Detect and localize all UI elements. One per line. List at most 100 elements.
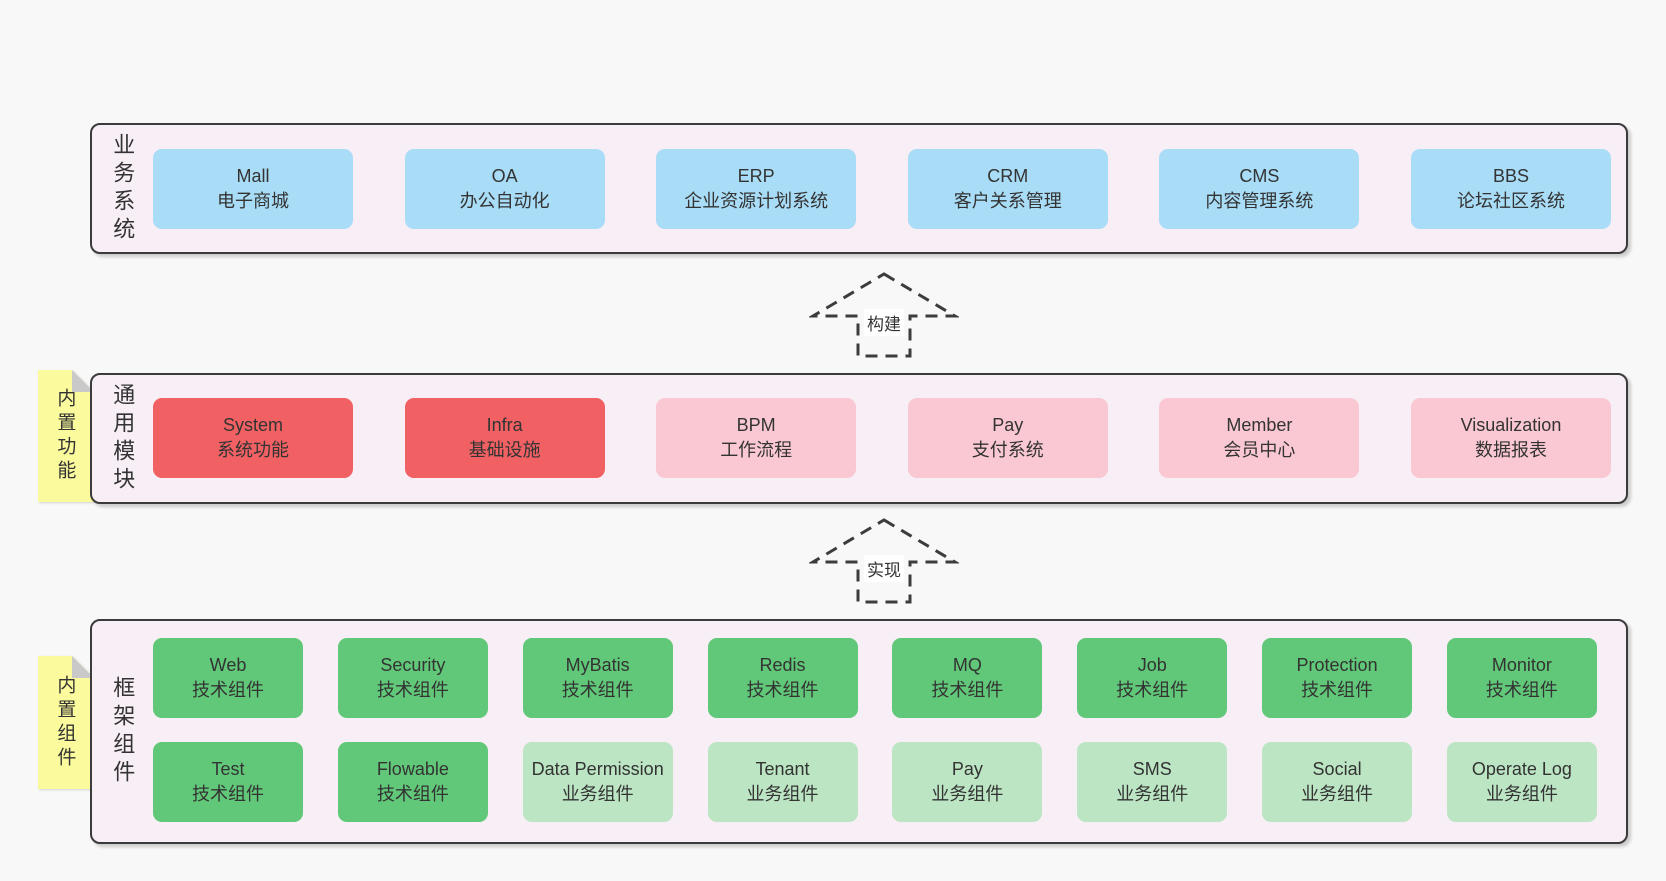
box-subtitle: 技术组件 xyxy=(1485,680,1558,700)
box-subtitle: 数据报表 xyxy=(1474,440,1547,460)
layer-title-common-modules: 通用模块 xyxy=(110,382,136,495)
box-name: ERP xyxy=(737,166,775,187)
box-name: MQ xyxy=(952,655,982,676)
box-system: System 系统功能 xyxy=(153,398,353,478)
box-subtitle: 技术组件 xyxy=(1301,680,1374,700)
box-name: Social xyxy=(1312,759,1362,780)
box-subtitle: 电子商城 xyxy=(217,191,289,211)
box-tenant: Tenant 业务组件 xyxy=(707,742,858,822)
framework-components-row-2: Test 技术组件 Flowable 技术组件 Data Permission … xyxy=(153,742,1597,822)
box-name: Monitor xyxy=(1491,655,1552,676)
box-subtitle: 技术组件 xyxy=(192,680,264,700)
box-subtitle: 工作流程 xyxy=(720,440,793,460)
box-monitor: Monitor 技术组件 xyxy=(1446,638,1597,718)
box-subtitle: 技术组件 xyxy=(1116,680,1189,700)
box-subtitle: 技术组件 xyxy=(376,680,449,700)
box-infra: Infra 基础设施 xyxy=(404,398,605,478)
box-cms: CMS 内容管理系统 xyxy=(1159,149,1360,229)
box-member: Member 会员中心 xyxy=(1159,398,1360,478)
layer-framework-components: 框架组件 Web 技术组件 Security 技术组件 MyBatis 技术组件… xyxy=(90,619,1628,844)
arrow-implement: 实现 xyxy=(809,516,959,606)
box-subtitle: 技术组件 xyxy=(931,680,1004,700)
box-subtitle: 技术组件 xyxy=(192,784,264,804)
box-subtitle: 技术组件 xyxy=(376,784,449,804)
note-built-in-components-label: 内置组件 xyxy=(54,674,76,771)
box-data-permission: Data Permission 业务组件 xyxy=(522,742,673,822)
sticky-note-shape xyxy=(38,656,94,789)
box-security: Security 技术组件 xyxy=(337,638,488,718)
box-pay-system: Pay 支付系统 xyxy=(907,398,1108,478)
box-name: Member xyxy=(1226,415,1293,436)
box-name: CRM xyxy=(987,166,1029,187)
framework-components-row-1: Web 技术组件 Security 技术组件 MyBatis 技术组件 Redi… xyxy=(153,638,1597,718)
box-visualization: Visualization 数据报表 xyxy=(1410,398,1611,478)
box-mall: Mall 电子商城 xyxy=(153,149,353,229)
arrow-implement-label: 实现 xyxy=(864,555,904,582)
box-name: Test xyxy=(211,759,245,780)
dashed-up-arrow-icon xyxy=(809,518,959,604)
box-name: MyBatis xyxy=(565,655,630,676)
box-redis: Redis 技术组件 xyxy=(707,638,858,718)
sticky-note-shape xyxy=(38,370,94,502)
box-name: BPM xyxy=(736,415,776,436)
box-name: Security xyxy=(380,655,446,676)
box-social: Social 业务组件 xyxy=(1262,742,1413,822)
box-name: SMS xyxy=(1132,759,1172,780)
box-subtitle: 会员中心 xyxy=(1223,440,1296,460)
box-erp: ERP 企业资源计划系统 xyxy=(656,149,857,229)
box-name: Data Permission xyxy=(531,759,664,780)
box-flowable: Flowable 技术组件 xyxy=(337,742,488,822)
box-subtitle: 技术组件 xyxy=(561,680,634,700)
box-name: Pay xyxy=(951,759,983,780)
box-name: Tenant xyxy=(755,759,810,780)
box-name: Pay xyxy=(992,415,1024,436)
box-subtitle: 企业资源计划系统 xyxy=(684,191,829,211)
box-sms: SMS 业务组件 xyxy=(1077,742,1228,822)
box-subtitle: 论坛社区系统 xyxy=(1456,191,1565,211)
box-pay-component: Pay 业务组件 xyxy=(892,742,1043,822)
box-name: Mall xyxy=(236,166,270,187)
box-name: Web xyxy=(209,655,247,676)
box-name: Visualization xyxy=(1460,415,1562,436)
box-crm: CRM 客户关系管理 xyxy=(907,149,1108,229)
box-subtitle: 业务组件 xyxy=(561,784,634,804)
box-subtitle: 客户关系管理 xyxy=(953,191,1062,211)
box-test: Test 技术组件 xyxy=(153,742,303,822)
box-subtitle: 内容管理系统 xyxy=(1205,191,1314,211)
common-modules-row: System 系统功能 Infra 基础设施 BPM 工作流程 Pay 支付系统… xyxy=(153,398,1611,478)
box-name: BBS xyxy=(1492,166,1529,187)
box-bpm: BPM 工作流程 xyxy=(656,398,857,478)
box-subtitle: 业务组件 xyxy=(1485,784,1558,804)
arrow-build: 构建 xyxy=(809,270,959,360)
box-name: Redis xyxy=(759,655,806,676)
dashed-up-arrow-icon xyxy=(809,272,959,358)
box-subtitle: 系统功能 xyxy=(217,440,289,460)
arrow-build-label: 构建 xyxy=(864,309,904,336)
box-subtitle: 业务组件 xyxy=(1301,784,1374,804)
box-subtitle: 业务组件 xyxy=(1116,784,1189,804)
note-built-in-components: 内置组件 xyxy=(38,656,94,789)
box-mybatis: MyBatis 技术组件 xyxy=(522,638,673,718)
box-name: OA xyxy=(491,166,518,187)
box-subtitle: 业务组件 xyxy=(746,784,819,804)
box-name: System xyxy=(222,415,283,436)
layer-title-framework-components: 框架组件 xyxy=(110,675,136,788)
box-protection: Protection 技术组件 xyxy=(1262,638,1413,718)
note-built-in-features-label: 内置功能 xyxy=(54,388,76,484)
layer-common-modules: 通用模块 System 系统功能 Infra 基础设施 BPM 工作流程 Pay… xyxy=(90,373,1628,504)
box-subtitle: 支付系统 xyxy=(971,440,1044,460)
box-subtitle: 基础设施 xyxy=(468,440,541,460)
box-mq: MQ 技术组件 xyxy=(892,638,1043,718)
layer-title-business-systems: 业务系统 xyxy=(110,132,136,245)
box-name: Operate Log xyxy=(1471,759,1572,780)
box-name: Flowable xyxy=(376,759,449,780)
box-operate-log: Operate Log 业务组件 xyxy=(1446,742,1597,822)
box-name: CMS xyxy=(1239,166,1280,187)
box-job: Job 技术组件 xyxy=(1077,638,1228,718)
box-name: Job xyxy=(1137,655,1167,676)
box-oa: OA 办公自动化 xyxy=(404,149,605,229)
box-subtitle: 办公自动化 xyxy=(459,191,550,211)
note-built-in-features: 内置功能 xyxy=(38,370,94,502)
box-subtitle: 业务组件 xyxy=(931,784,1004,804)
business-systems-row: Mall 电子商城 OA 办公自动化 ERP 企业资源计划系统 CRM 客户关系… xyxy=(153,149,1611,229)
